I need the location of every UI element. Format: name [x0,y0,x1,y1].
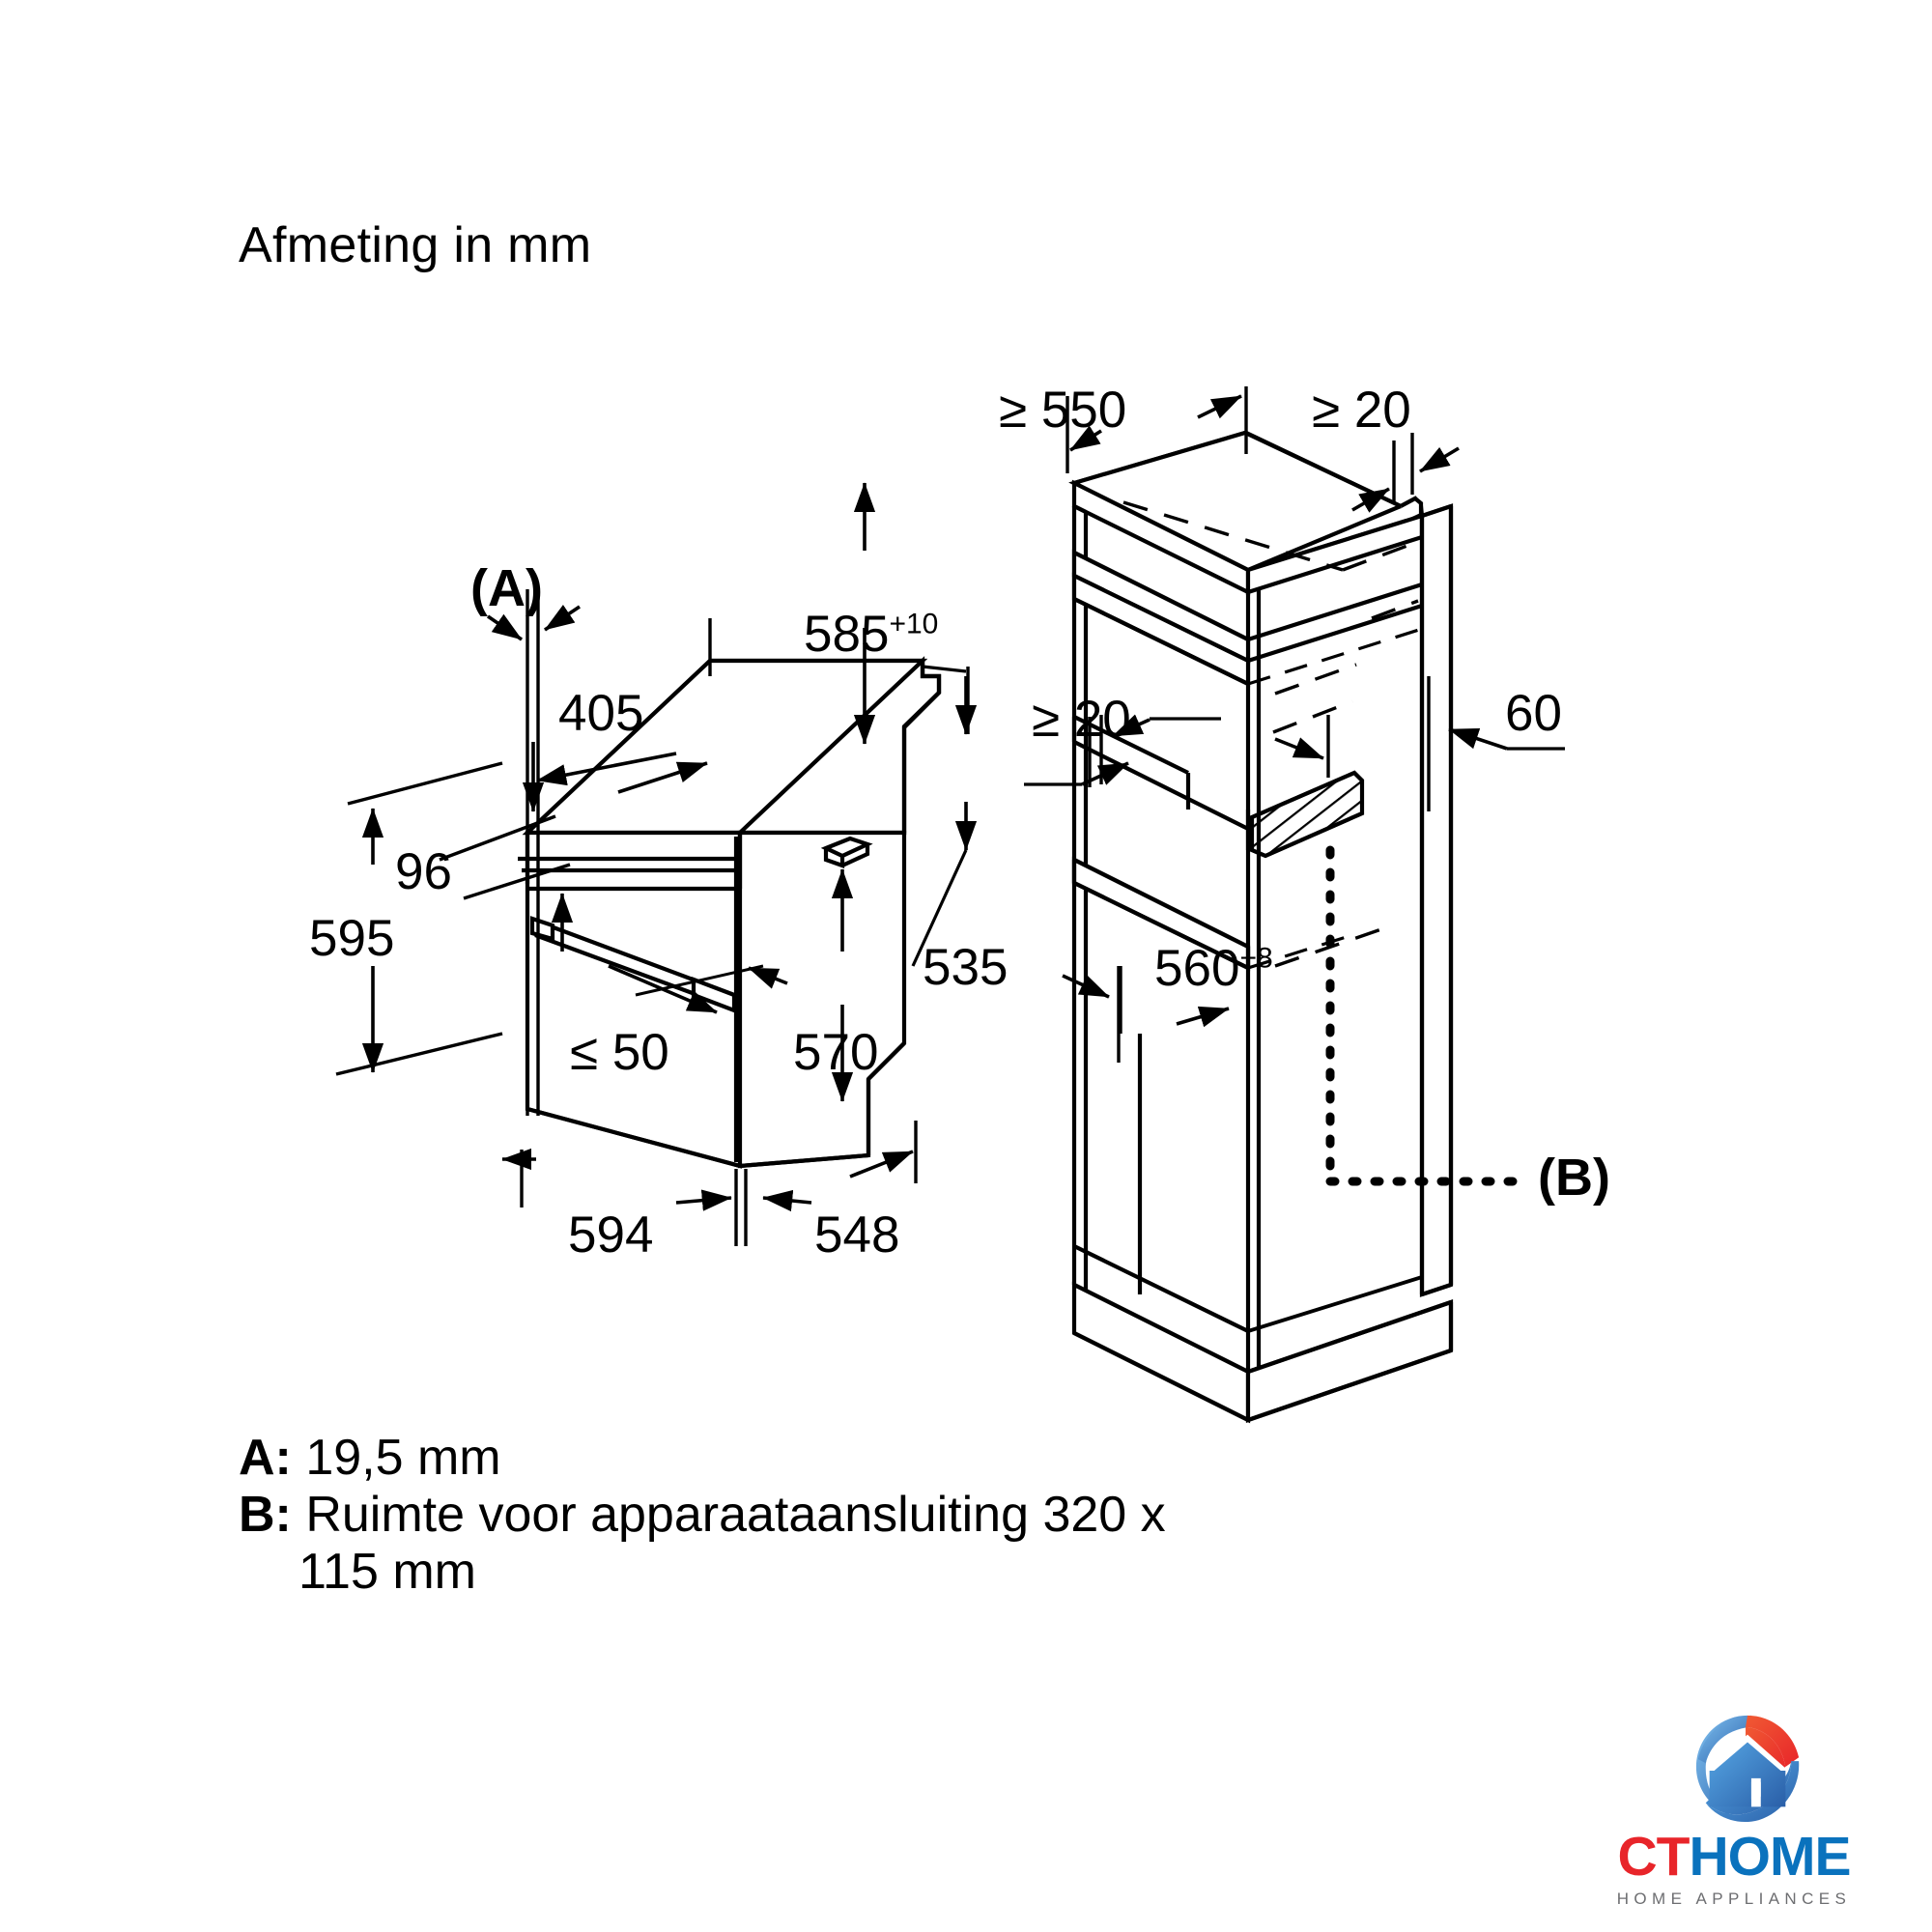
dimension-60: 60 [1505,685,1562,742]
legend-value-b-line2: 115 mm [298,1543,476,1600]
dimension-max-50: ≤ 50 [570,1024,669,1081]
dimension-585-base: 585 [804,606,890,663]
left-view-dimension-lines [335,589,978,1246]
legend-value-b-line1: Ruimte voor apparaataansluiting 320 x [305,1486,1166,1543]
right-view-dimension-lines [853,386,1565,1186]
logo-home-text: HOME [1689,1826,1851,1888]
label-b-marker: (B) [1538,1149,1610,1207]
legend-block: A: 19,5 mm B: Ruimte voor apparaataanslu… [239,1430,1494,1600]
house-circle-icon [1695,1715,1800,1823]
dimension-560-base: 560 [1154,940,1240,997]
dimension-595: 595 [309,910,395,967]
dimension-585-tolerance: +10 [889,608,939,640]
legend-value-a: 19,5 mm [305,1430,501,1486]
dimension-594: 594 [568,1207,654,1264]
legend-row-b-cont: 115 mm [239,1544,1494,1601]
dimension-min-550: ≥ 550 [999,382,1127,439]
dimension-560-tolerance: +8 [1239,942,1273,975]
dimension-405: 405 [558,685,644,742]
dimension-min-20-shelf: ≥ 20 [1032,691,1131,748]
dimension-min-20-top: ≥ 20 [1312,382,1411,439]
dimension-535: 535 [923,939,1009,996]
cthome-logo: CTHOME HOME APPLIANCES [1546,1712,1922,1919]
legend-key-a: A: [239,1430,292,1486]
dimension-585-plus-10: 585+10 [804,609,938,660]
dimension-560-plus-8: 560+8 [1154,943,1273,994]
legend-key-b: B: [239,1486,292,1543]
logo-wordmark: CTHOME [1546,1830,1922,1885]
cabinet-niche-body [1068,430,1454,1424]
logo-tagline: HOME APPLIANCES [1616,1889,1852,1908]
logo-ct-text: CT [1617,1826,1690,1888]
dimension-96: 96 [395,843,452,900]
legend-row-b: B: Ruimte voor apparaataansluiting 320 x [239,1487,1494,1544]
legend-row-a: A: 19,5 mm [239,1430,1494,1487]
dimension-570: 570 [793,1024,879,1081]
page-title: Afmeting in mm [239,217,592,273]
dimension-548: 548 [814,1207,900,1264]
label-a-marker: (A) [470,559,543,617]
